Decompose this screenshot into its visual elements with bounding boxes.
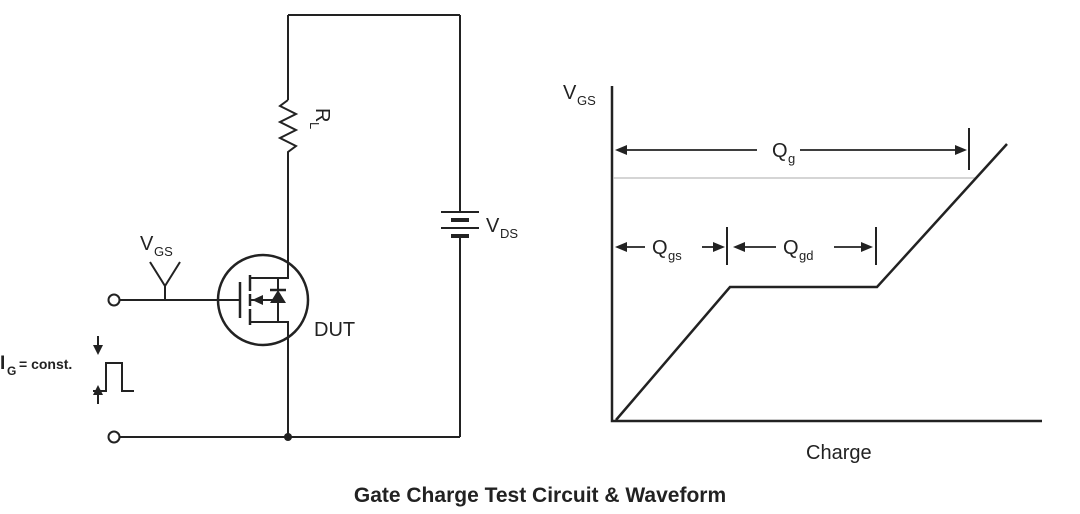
- dut-label: DUT: [314, 319, 355, 341]
- arrow-right-icon: [861, 242, 873, 252]
- ig-label-main: I: [0, 353, 5, 374]
- circuit-diagram: R L DUT: [0, 14, 518, 444]
- battery-vds-symbol: [441, 211, 479, 238]
- arrow-left-icon: [615, 145, 627, 155]
- vgs-label-main: V: [140, 233, 154, 255]
- pulse-symbol: [93, 336, 134, 404]
- gate-terminal: [107, 293, 121, 307]
- vds-label-main: V: [486, 215, 500, 237]
- rl-label-main: R: [311, 108, 333, 122]
- qg-arrow: [615, 128, 970, 170]
- resistor-rl: [277, 99, 299, 160]
- rl-label-sub: L: [307, 122, 322, 129]
- qgd-label-main: Q: [783, 237, 799, 259]
- up-arrow-icon: [93, 385, 103, 395]
- source-lead: [250, 321, 289, 437]
- qgd-label-sub: gd: [799, 248, 813, 263]
- gate-charge-curve: [615, 143, 1008, 421]
- junction-dot: [284, 433, 292, 441]
- arrow-left-icon: [615, 242, 627, 252]
- x-axis-label: Charge: [806, 442, 872, 464]
- down-arrow-icon: [93, 345, 103, 355]
- qgd-arrow: [733, 227, 877, 265]
- vgs-label-sub: GS: [154, 244, 173, 259]
- qgs-label-main: Q: [652, 237, 668, 259]
- figure-caption: Gate Charge Test Circuit & Waveform: [354, 484, 726, 507]
- ig-label-sub: G: [7, 364, 16, 378]
- arrow-left-icon: [733, 242, 745, 252]
- vds-label-sub: DS: [500, 226, 518, 241]
- resistor-rl-label: R L: [307, 108, 333, 129]
- qgs-label-sub: gs: [668, 248, 682, 263]
- qgs-arrow: [615, 227, 728, 265]
- y-axis-label-main: V: [563, 82, 577, 104]
- source-terminal: [107, 430, 121, 444]
- qg-label-sub: g: [788, 151, 795, 166]
- waveform-plot: V GS Charge Q g: [563, 82, 1042, 464]
- y-axis-label-sub: GS: [577, 93, 596, 108]
- mosfet-body-arrow: [252, 295, 263, 305]
- qg-label-main: Q: [772, 140, 788, 162]
- arrow-right-icon: [955, 145, 967, 155]
- ig-label-rest: = const.: [19, 356, 72, 372]
- body-diode-triangle: [270, 290, 286, 303]
- drain-lead: [250, 160, 289, 279]
- vgs-probe-symbol: [149, 261, 181, 300]
- arrow-right-icon: [713, 242, 725, 252]
- axes: [610, 86, 1042, 423]
